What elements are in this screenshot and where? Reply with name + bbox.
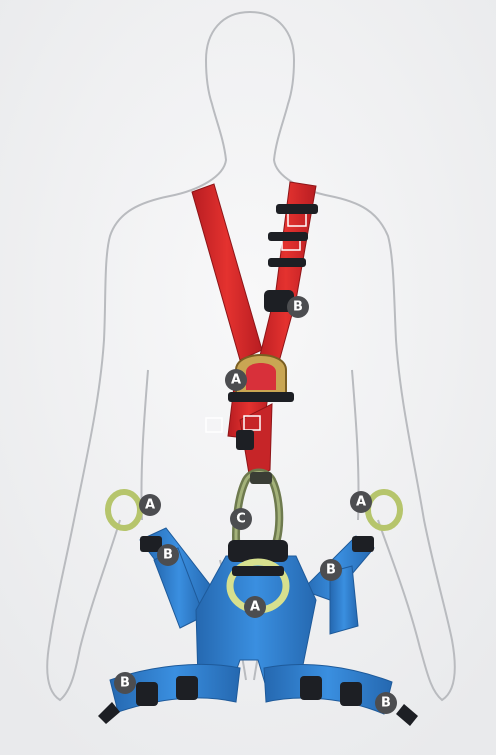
- svg-text:A: A: [356, 495, 366, 510]
- svg-text:A: A: [250, 600, 260, 615]
- badge-a-chest: A: [225, 369, 247, 391]
- badge-b-right-waist: B: [320, 559, 342, 581]
- badge-b-left-waist: B: [157, 544, 179, 566]
- badge-c-carabiner: C: [230, 508, 252, 530]
- svg-text:B: B: [293, 300, 303, 315]
- badge-a-right-side: A: [350, 491, 372, 513]
- svg-text:B: B: [381, 696, 391, 711]
- svg-text:B: B: [120, 676, 130, 691]
- svg-text:C: C: [236, 512, 246, 527]
- badge-b-right-leg: B: [375, 692, 397, 714]
- svg-text:B: B: [163, 548, 173, 563]
- badge-b-left-leg: B: [114, 672, 136, 694]
- badge-a-left-side: A: [139, 494, 161, 516]
- badge-a-front: A: [244, 596, 266, 618]
- badge-b-shoulder: B: [287, 296, 309, 318]
- svg-text:A: A: [231, 373, 241, 388]
- svg-text:B: B: [326, 563, 336, 578]
- svg-text:A: A: [145, 498, 155, 513]
